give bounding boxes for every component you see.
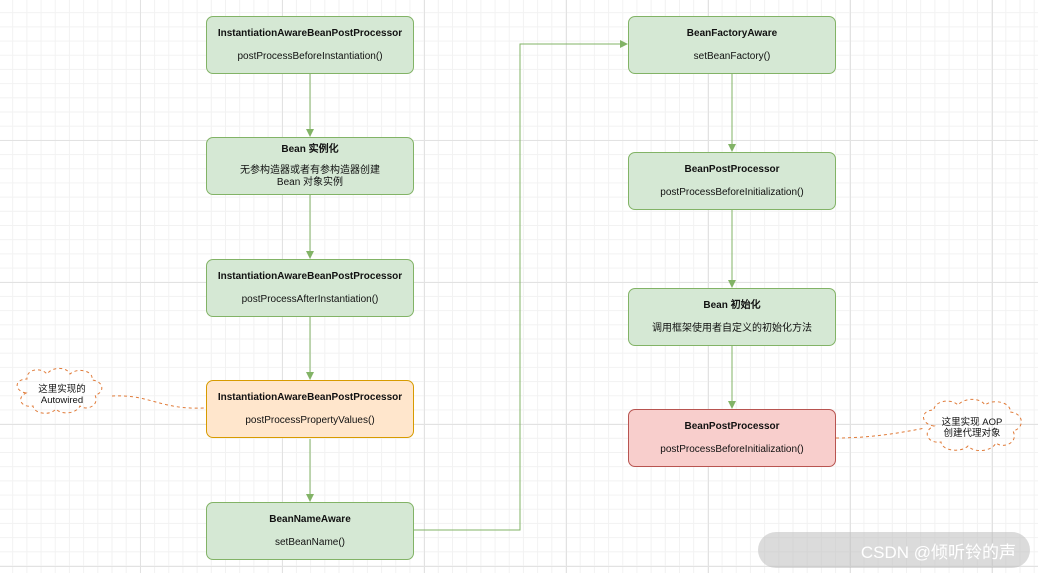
- node-title: InstantiationAwareBeanPostProcessor: [217, 391, 403, 403]
- node-method: postProcessBeforeInitialization(): [660, 443, 804, 455]
- node-method: postProcessPropertyValues(): [245, 414, 375, 426]
- node-title: BeanPostProcessor: [684, 420, 780, 432]
- node-property-values: InstantiationAwareBeanPostProcessor post…: [206, 380, 414, 438]
- node-title: BeanPostProcessor: [684, 163, 780, 175]
- note-line: 这里实现 AOP: [941, 417, 1003, 428]
- node-title: BeanNameAware: [269, 513, 351, 525]
- cloud-note-autowired: [16, 367, 103, 414]
- node-desc-line: 调用框架使用者自定义的初始化方法: [652, 322, 812, 334]
- note-line: 这里实现的: [38, 384, 86, 395]
- node-method: postProcessBeforeInstantiation(): [237, 50, 383, 62]
- node-title: Bean 初始化: [703, 299, 761, 311]
- node-bean-instantiate: Bean 实例化 无参构造器或者有参构造器创建 Bean 对象实例: [206, 137, 414, 195]
- node-post-processor-aop: BeanPostProcessor postProcessBeforeIniti…: [628, 409, 836, 467]
- note-aop: 这里实现 AOP 创建代理对象: [928, 417, 1016, 439]
- node-method: postProcessBeforeInitialization(): [660, 186, 804, 198]
- arrow-n5-to-n6: [413, 40, 628, 531]
- node-desc-line: 无参构造器或者有参构造器创建: [240, 164, 380, 176]
- csdn-watermark: CSDN @倾听铃的声: [758, 532, 1030, 568]
- node-instantiation-after: InstantiationAwareBeanPostProcessor post…: [206, 259, 414, 317]
- note-connector-aop: [835, 427, 926, 439]
- watermark-text: CSDN @倾听铃的声: [860, 542, 1016, 562]
- node-bean-factory-aware: BeanFactoryAware setBeanFactory(): [628, 16, 836, 74]
- node-title: InstantiationAwareBeanPostProcessor: [217, 27, 403, 39]
- note-connector-autowired: [111, 395, 206, 409]
- node-method: setBeanFactory(): [693, 50, 771, 62]
- node-title: InstantiationAwareBeanPostProcessor: [217, 270, 403, 282]
- node-desc-line: Bean 对象实例: [276, 176, 344, 188]
- note-line: Autowired: [40, 395, 84, 406]
- note-line: 创建代理对象: [943, 428, 1001, 439]
- node-post-processor-before-init: BeanPostProcessor postProcessBeforeIniti…: [628, 152, 836, 210]
- note-autowired: 这里实现的 Autowired: [22, 384, 102, 406]
- node-bean-initialize: Bean 初始化 调用框架使用者自定义的初始化方法: [628, 288, 836, 346]
- cloud-note-aop: [923, 398, 1022, 451]
- node-bean-name-aware: BeanNameAware setBeanName(): [206, 502, 414, 560]
- node-title: BeanFactoryAware: [686, 27, 778, 39]
- node-instantiation-before: InstantiationAwareBeanPostProcessor post…: [206, 16, 414, 74]
- node-title: Bean 实例化: [281, 143, 339, 155]
- node-method: setBeanName(): [274, 536, 346, 548]
- node-method: postProcessAfterInstantiation(): [241, 293, 379, 305]
